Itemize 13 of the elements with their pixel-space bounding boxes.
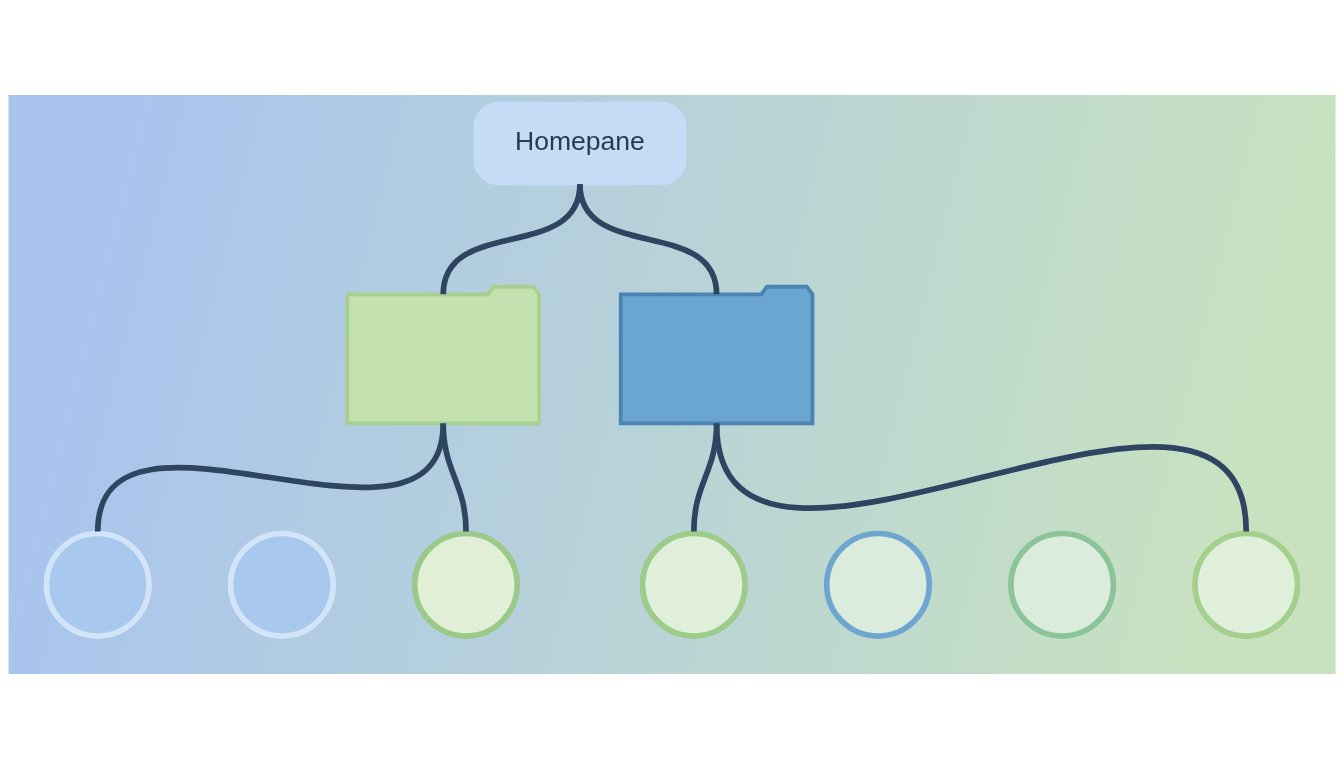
node-circle (43, 530, 152, 639)
node-circle (411, 530, 521, 639)
node-circle (823, 530, 933, 639)
node-circle (1008, 530, 1117, 639)
node-circle (1192, 530, 1301, 639)
connector (577, 183, 720, 295)
connector (691, 422, 720, 532)
node-folder (345, 284, 541, 425)
connector (94, 422, 447, 532)
node-circle (227, 530, 336, 639)
node-box: Homepane (473, 101, 687, 185)
node-folder (618, 284, 815, 425)
node-circle (639, 530, 748, 639)
